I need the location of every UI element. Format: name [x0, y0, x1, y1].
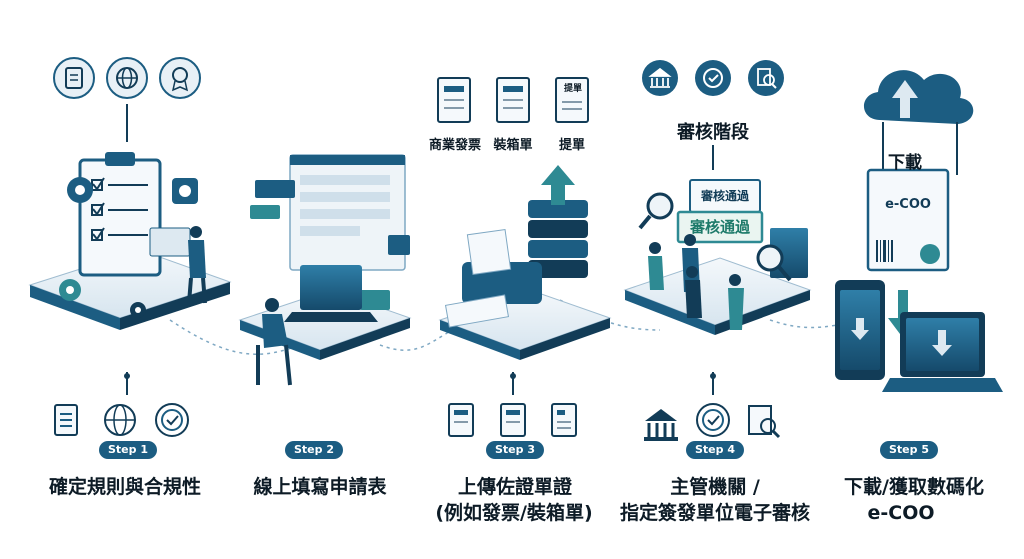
- government-building-icon: [648, 67, 672, 88]
- step-badge: Step 5: [880, 441, 938, 459]
- gear-icon: [130, 302, 146, 318]
- step-3-group: [437, 77, 612, 437]
- people-group: [648, 234, 744, 330]
- step-3-label-line2: (例如發票/裝箱單): [435, 502, 593, 524]
- gear-icon: [67, 177, 93, 203]
- award-icon: [171, 67, 189, 92]
- step-badge: Step 2: [285, 441, 343, 459]
- upload-arrow-icon: [541, 165, 575, 205]
- step-1-group: [28, 57, 232, 437]
- approval-stamp-icon: [696, 403, 730, 437]
- upload-arrow-icon: [892, 80, 918, 118]
- doc-label-invoice: 商業發票: [428, 138, 481, 153]
- download-label: 下載: [888, 153, 922, 173]
- step-3-label-line1: 上傳佐證單證: [457, 476, 572, 498]
- approved-board: [676, 210, 764, 244]
- doc-icon-text: 提單: [563, 84, 582, 94]
- step1-bottom-icons: [54, 403, 189, 437]
- packing-list-icon: [496, 77, 530, 123]
- server-stack: [528, 200, 588, 278]
- magnifier-icon: [756, 244, 792, 282]
- step1-top-icons: [53, 57, 201, 99]
- step-4-label-line2: 指定簽發單位電子審核: [619, 502, 810, 524]
- certificate-text: e-COO: [885, 197, 931, 212]
- person-figure: [187, 226, 207, 304]
- stage-title: 審核階段: [677, 122, 749, 143]
- step-4-label-line1: 主管機關 /: [670, 476, 760, 498]
- step-2-group: [238, 154, 412, 386]
- download-arrow-icon: [932, 330, 952, 356]
- check-badge-icon: [155, 403, 189, 437]
- gear-icon: [59, 279, 81, 301]
- laptop: [882, 312, 1003, 392]
- step-1-label: 確定規則與合規性: [48, 476, 201, 498]
- approved-board-text: 審核通過: [689, 218, 750, 236]
- step3-bottom-icons: [448, 403, 577, 437]
- packing-list-icon: [500, 403, 526, 437]
- download-arrow-icon: [851, 318, 869, 340]
- step-5-group: [835, 70, 1003, 392]
- step-badge: Step 3: [486, 441, 544, 459]
- inspection-icon: [757, 68, 777, 89]
- doc-label-packing-list: 裝箱單: [493, 138, 533, 153]
- step3-top-docs: [437, 77, 589, 123]
- person-figure: [256, 298, 292, 386]
- globe-icon: [116, 67, 138, 89]
- approval-icon: [703, 68, 723, 88]
- step-2-label: 線上填寫申請表: [253, 476, 387, 498]
- magnifier-document-icon: [748, 405, 781, 439]
- cloud-icon: [863, 70, 974, 124]
- bill-of-lading-icon: [551, 403, 577, 437]
- magnifier-icon: [638, 192, 674, 230]
- laptop-screen: [300, 265, 362, 310]
- bill-of-lading-icon: [555, 77, 589, 123]
- clipboard-checklist: [78, 158, 162, 277]
- step-4-group: [623, 60, 812, 441]
- globe-icon: [104, 404, 136, 436]
- step-badge: Step 4: [686, 441, 744, 459]
- invoice-icon: [448, 403, 474, 437]
- step4-top-icons: [642, 60, 784, 96]
- doc-label-bill-of-lading: 提單: [558, 138, 585, 153]
- review-board-text: 審核通過: [700, 189, 749, 203]
- invoice-icon: [437, 77, 471, 123]
- step-5-label-line2: e-COO: [867, 502, 935, 524]
- document-icon: [54, 404, 78, 436]
- step-5-label-line1: 下載/獲取數碼化: [844, 476, 984, 498]
- government-building-icon: [644, 409, 678, 441]
- document-icon: [65, 67, 83, 89]
- ecoo-certificate: [866, 168, 950, 272]
- step4-bottom-icons: [644, 403, 781, 441]
- step-badge: Step 1: [99, 441, 157, 459]
